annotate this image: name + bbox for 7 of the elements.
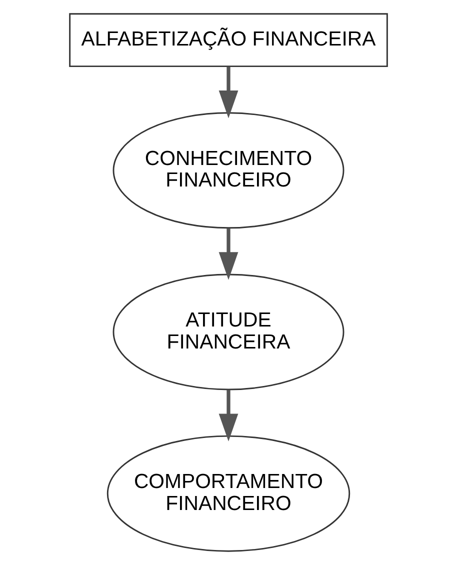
arrow: [218, 66, 238, 118]
node-ellipse: COMPORTAMENTO FINANCEIRO: [106, 435, 350, 552]
node-box: ALFABETIZAÇÃO FINANCEIRA: [69, 13, 388, 68]
arrow: [218, 228, 238, 280]
arrow: [218, 390, 238, 442]
node-ellipse: CONHECIMENTO FINANCEIRO: [112, 112, 344, 229]
node-ellipse: ATITUDE FINANCEIRA: [112, 274, 344, 390]
